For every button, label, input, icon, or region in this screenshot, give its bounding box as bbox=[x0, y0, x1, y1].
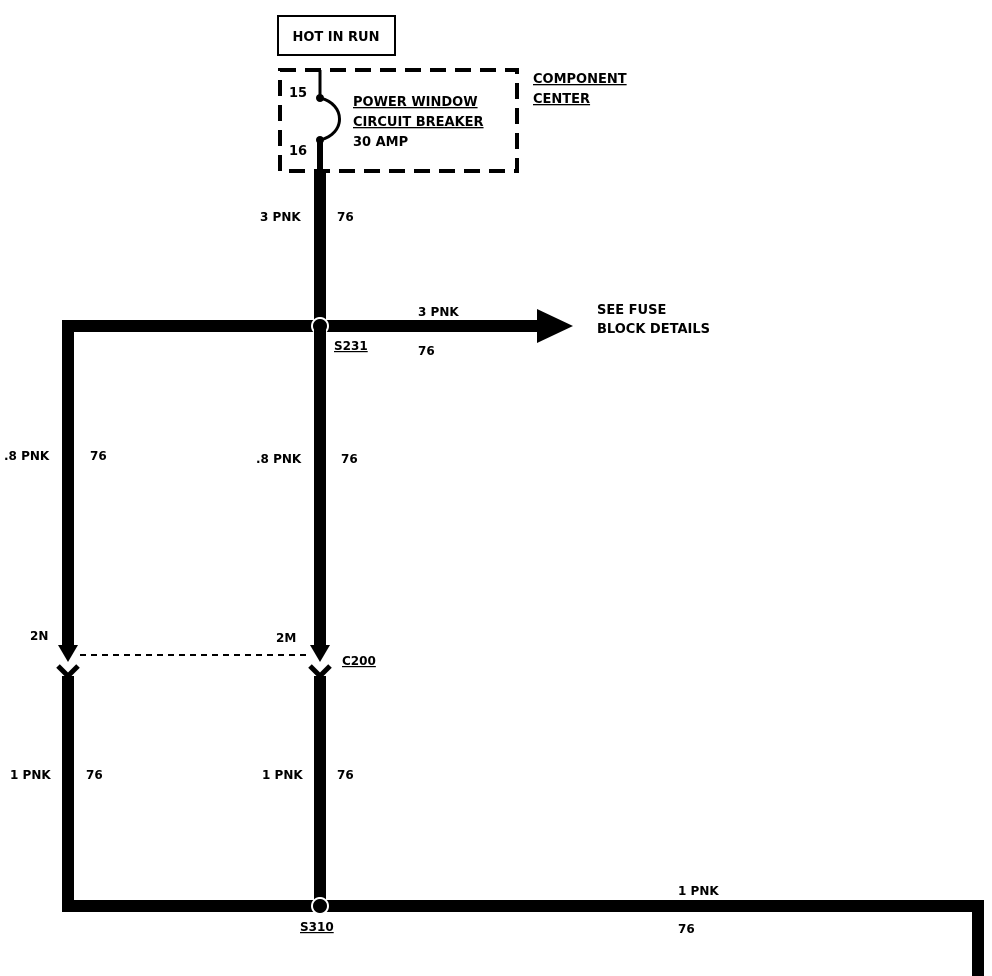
breaker-name-2: CIRCUIT BREAKER bbox=[353, 115, 484, 130]
connector-pin-2n-arrow bbox=[58, 645, 78, 662]
component-center-label-2: CENTER bbox=[533, 92, 590, 107]
wire-breaker-size: 3 PNK bbox=[260, 210, 301, 224]
wire-center-lower-size: 1 PNK bbox=[262, 768, 303, 782]
circuit-breaker-symbol bbox=[319, 96, 341, 142]
wire-left-lower-circuit: 76 bbox=[86, 768, 103, 782]
wire-left-lower-size: 1 PNK bbox=[10, 768, 51, 782]
wire-breaker-circuit: 76 bbox=[337, 210, 354, 224]
wire-fuse-circuit: 76 bbox=[418, 344, 435, 358]
arrow-right-icon bbox=[537, 309, 573, 343]
breaker-name-1: POWER WINDOW bbox=[353, 95, 478, 110]
wire-left-upper-size: .8 PNK bbox=[4, 449, 50, 463]
breaker-pin-top: 15 bbox=[289, 86, 307, 101]
breaker-rating: 30 AMP bbox=[353, 135, 408, 150]
connector-pin-left: 2N bbox=[30, 629, 48, 643]
wire-bottom-size: 1 PNK bbox=[678, 884, 719, 898]
reference-line-1: SEE FUSE bbox=[597, 303, 666, 318]
wire-left-upper-circuit: 76 bbox=[90, 449, 107, 463]
wire-center-lower-circuit: 76 bbox=[337, 768, 354, 782]
component-center-box bbox=[278, 68, 519, 173]
power-source-box bbox=[277, 15, 396, 56]
reference-line-2: BLOCK DETAILS bbox=[597, 322, 710, 337]
splice-s310-dot bbox=[311, 897, 329, 915]
component-center-label-1: COMPONENT bbox=[533, 72, 627, 87]
breaker-pin-bottom: 16 bbox=[289, 144, 307, 159]
splice-s231-label: S231 bbox=[334, 339, 368, 353]
wire-center-upper-size: .8 PNK bbox=[256, 452, 302, 466]
connector-pin-right: 2M bbox=[276, 631, 296, 645]
connector-pin-2m-socket bbox=[308, 664, 332, 680]
wire-bottom-circuit: 76 bbox=[678, 922, 695, 936]
wire-fuse-size: 3 PNK bbox=[418, 305, 459, 319]
splice-s310-label: S310 bbox=[300, 920, 334, 934]
connector-c200-label: C200 bbox=[342, 654, 376, 668]
wire-center-upper-circuit: 76 bbox=[341, 452, 358, 466]
connector-pin-2n-socket bbox=[56, 664, 80, 680]
connector-pin-2m-arrow bbox=[310, 645, 330, 662]
power-source-label: HOT IN RUN bbox=[292, 30, 379, 45]
